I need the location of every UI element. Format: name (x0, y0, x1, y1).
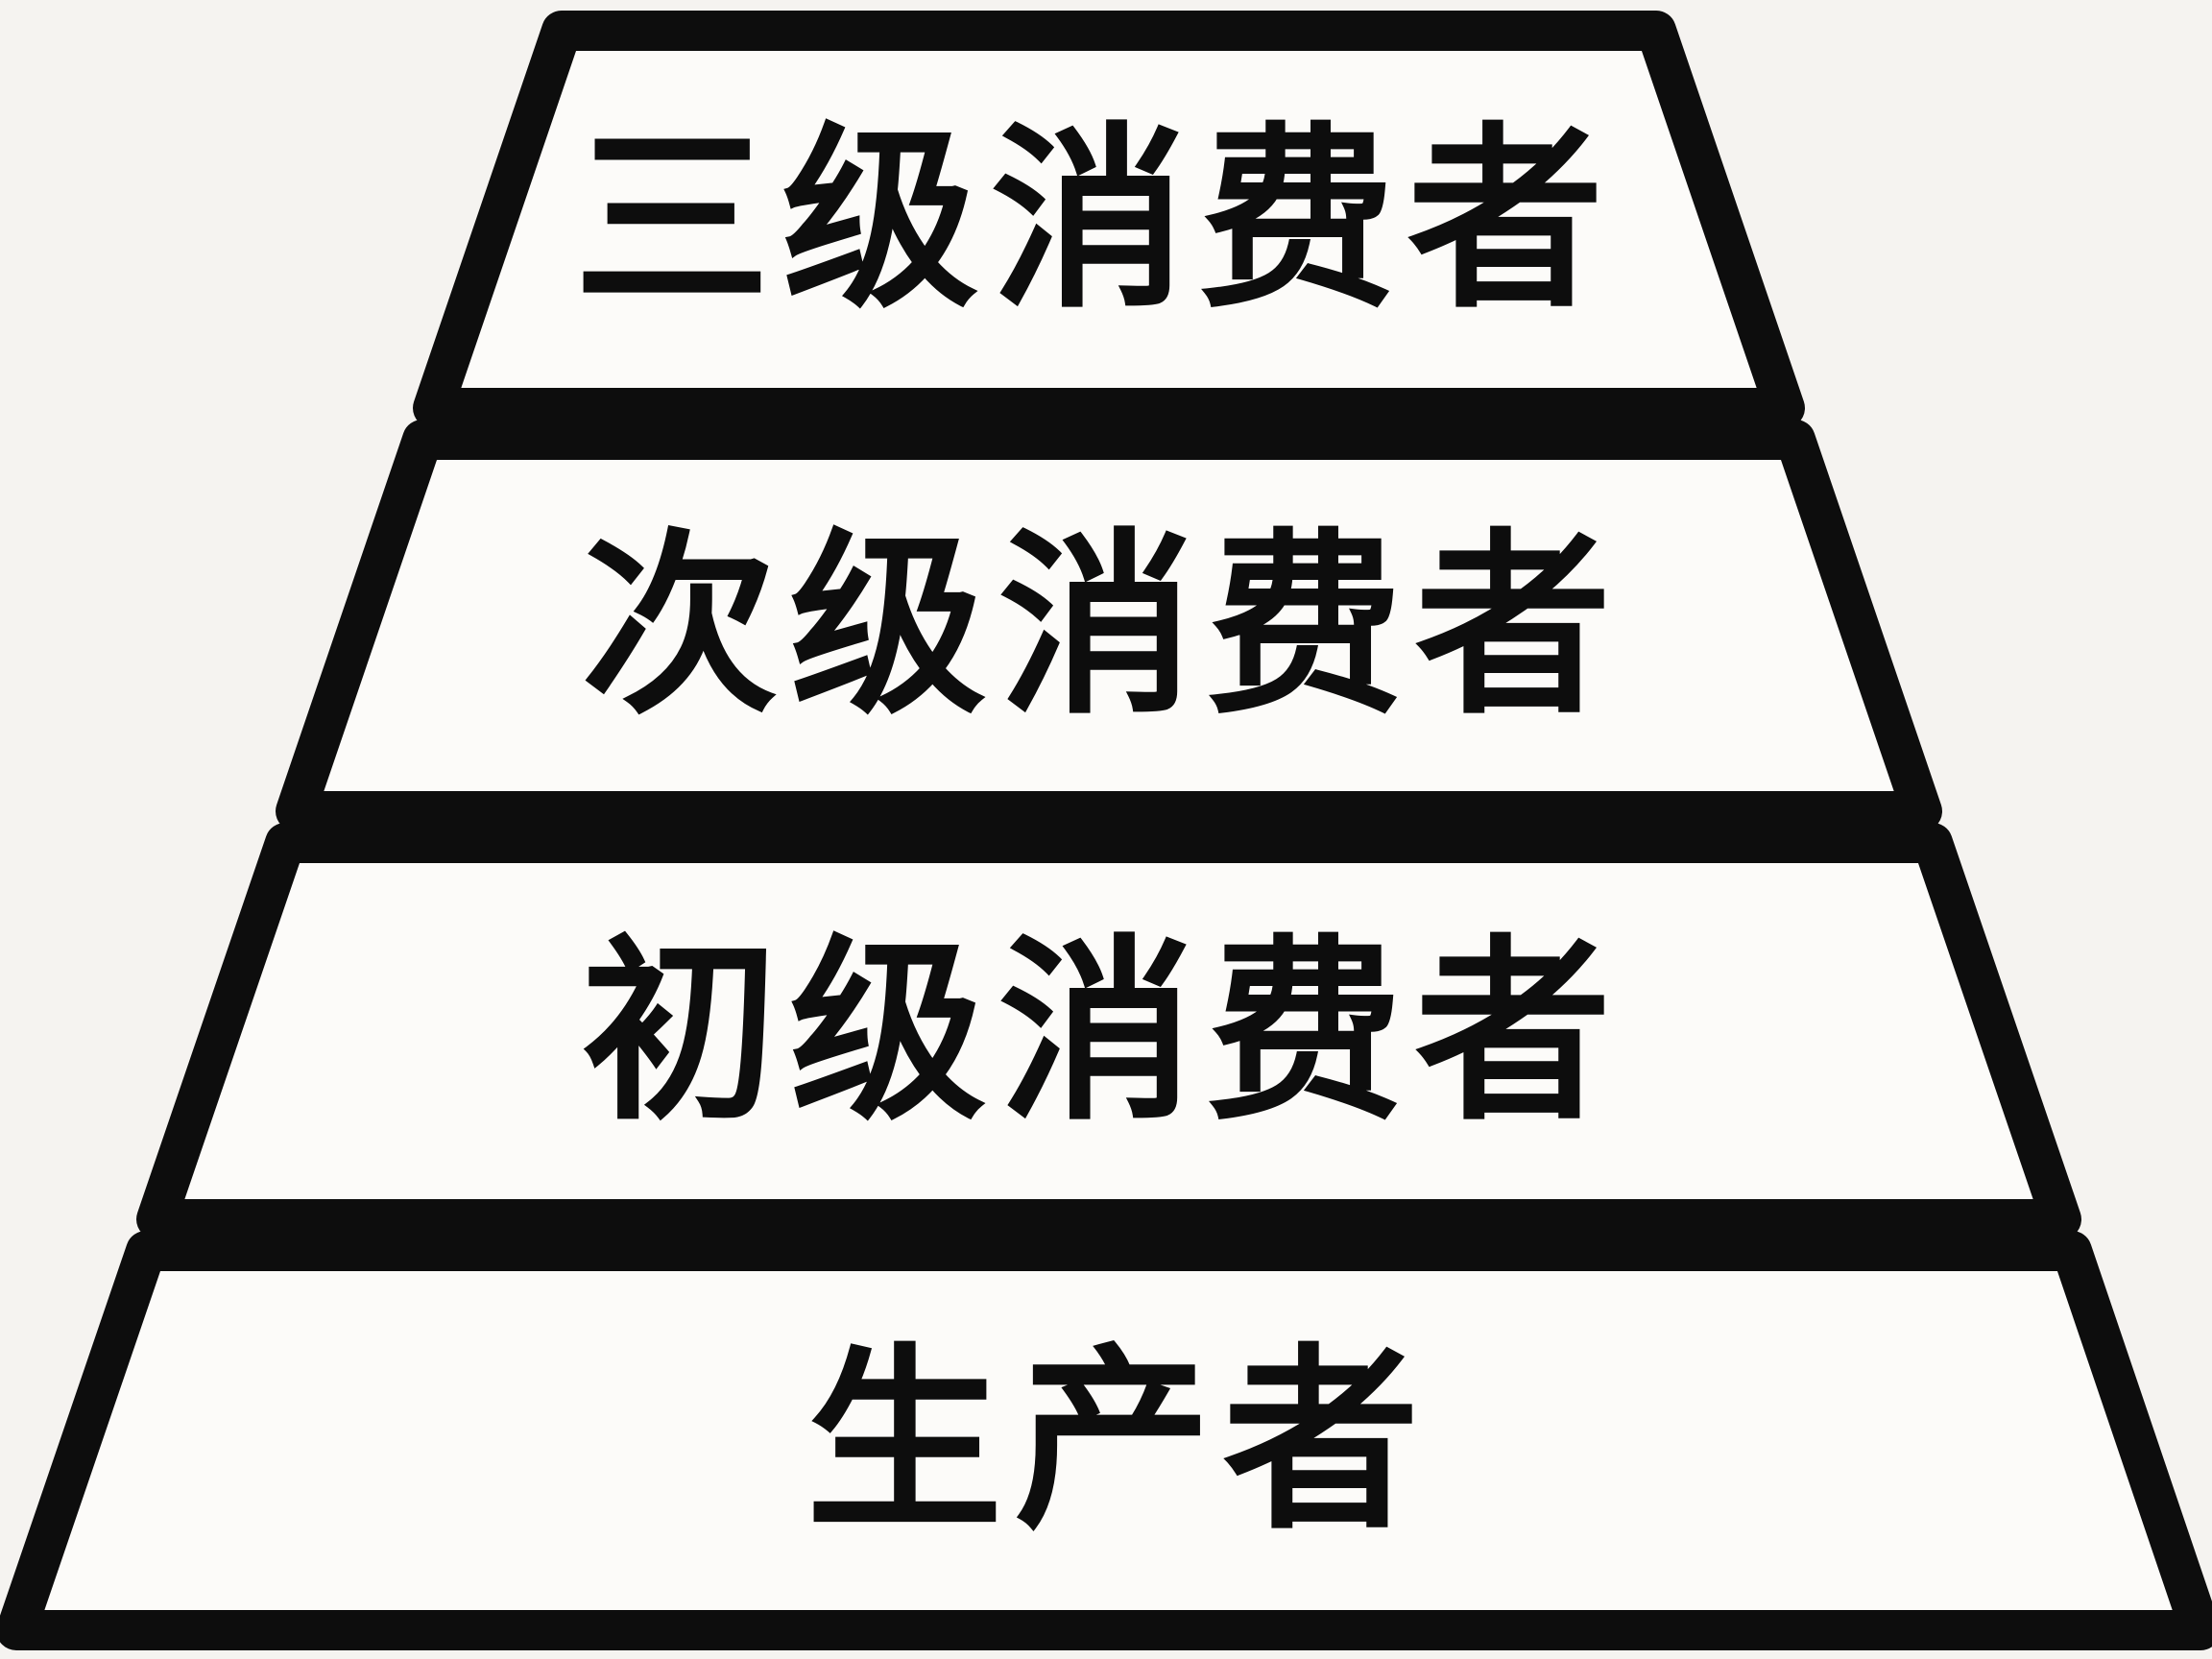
pyramid-level-2-label: 次级消费者 (582, 517, 1623, 736)
pyramid-level-1-label: 三级消费者 (574, 110, 1616, 330)
pyramid-level-4: 生产者 (0, 1231, 2212, 1650)
pyramid-level-1: 三级消费者 (413, 11, 1805, 428)
pyramid-level-3-label: 初级消费者 (582, 923, 1623, 1142)
pyramid-level-3-shape (136, 823, 2081, 1239)
pyramid-level-1-shape (413, 11, 1805, 428)
pyramid-level-4-label: 生产者 (806, 1332, 1431, 1551)
pyramid-level-2: 次级消费者 (276, 420, 1942, 831)
pyramid-level-4-shape (0, 1231, 2212, 1650)
pyramid-level-3: 初级消费者 (136, 823, 2081, 1239)
pyramid-level-2-shape (276, 420, 1942, 831)
